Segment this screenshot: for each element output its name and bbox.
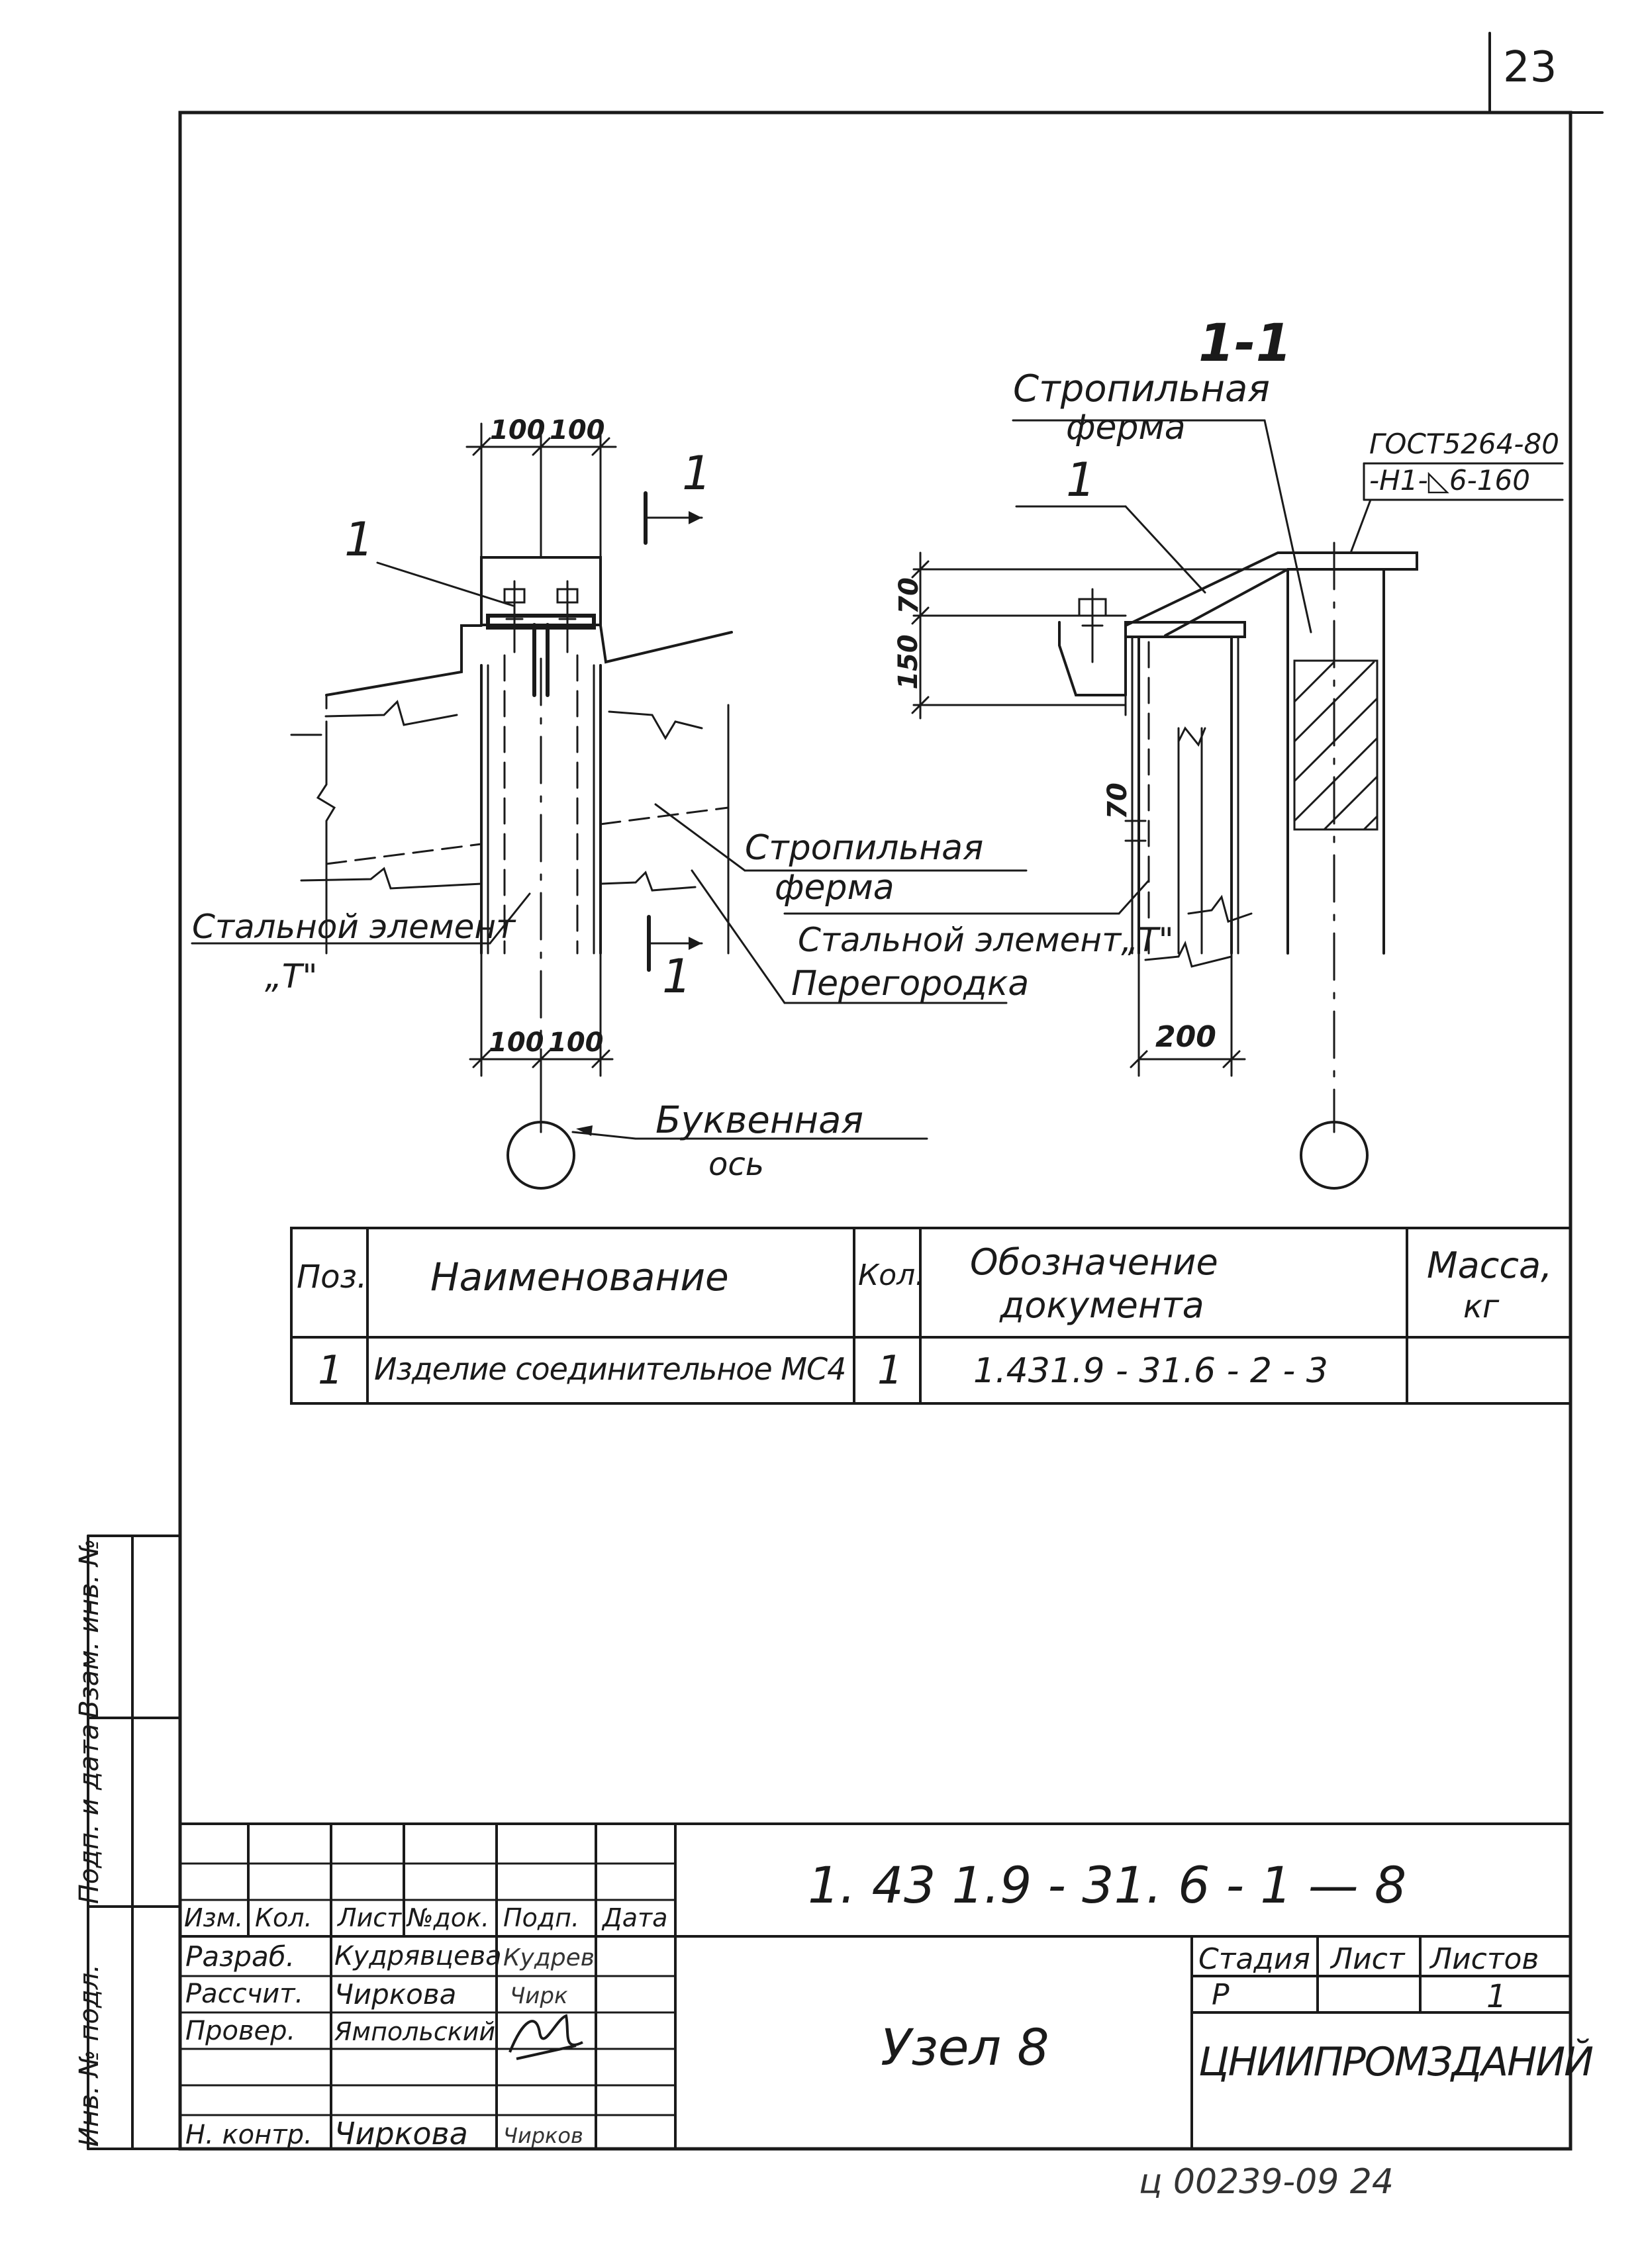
page-number: 23 xyxy=(1503,43,1557,92)
sheets-value: 1 xyxy=(1486,1978,1507,2015)
sign-nkontr: Чирков xyxy=(503,2123,583,2148)
stamp-inv-no-orig: Инв. № подл. xyxy=(74,1964,105,2147)
role-prover: Провер. xyxy=(185,2016,296,2046)
name-nkontr: Чиркова xyxy=(334,2116,468,2151)
rev-header-sign: Подп. xyxy=(503,1903,580,1932)
rev-header-list: Лист xyxy=(338,1903,402,1932)
signature-prover xyxy=(508,2014,583,2060)
partition-label: Перегородка xyxy=(791,964,1030,1004)
sheet-frame xyxy=(178,111,1572,2151)
spec-header-name: Наименование xyxy=(430,1254,729,1299)
right-truss-label-1: Стропильная xyxy=(1013,367,1270,410)
role-rasschit: Рассчит. xyxy=(185,1979,304,2009)
section-label: 1-1 xyxy=(1198,314,1292,373)
weld-note-1: ГОСТ5264-80 xyxy=(1369,428,1559,460)
spec-header-doc-1: Обозначение xyxy=(970,1241,1218,1283)
spec-table-grid xyxy=(290,1227,1572,1405)
role-nkontr: Н. контр. xyxy=(185,2120,313,2150)
sign-rasschit: Чирк xyxy=(510,1983,568,2009)
name-prover: Ямпольский xyxy=(334,2017,496,2046)
organization: ЦНИИПРОМЗДАНИЙ xyxy=(1198,2039,1594,2085)
stamp-replace-inv: Взам. инв. № xyxy=(74,1538,105,1719)
axis-label-1: Буквенная xyxy=(655,1099,864,1142)
rev-header-docno: №док. xyxy=(407,1903,490,1932)
name-rasschit: Чиркова xyxy=(334,1978,457,2010)
left-dim-top-2: 100 xyxy=(550,415,605,446)
left-steel-t-label: „Т" xyxy=(265,957,318,996)
rev-header-kol: Кол. xyxy=(255,1903,313,1932)
footer-code: ц 00239-09 24 xyxy=(1139,2162,1394,2202)
left-section-mark-top: 1 xyxy=(682,446,712,500)
right-dim-70-top: 70 xyxy=(893,577,924,614)
title-block-grid xyxy=(179,1822,1572,2150)
stage-value: Р xyxy=(1212,1978,1230,2012)
sheet-title: Узел 8 xyxy=(881,2018,1049,2077)
sheet-label: Лист xyxy=(1331,1942,1405,1976)
left-dim-bottom-1: 100 xyxy=(489,1027,544,1058)
left-truss-label-1: Стропильная xyxy=(745,828,984,868)
right-dim-150: 150 xyxy=(893,634,924,690)
designation: 1. 43 1.9 - 31. 6 - 1 — 8 xyxy=(808,1856,1407,1914)
right-dim-70-mid: 70 xyxy=(1102,782,1133,820)
spec-header-mass-2: кг xyxy=(1463,1288,1500,1325)
spec-row-qty: 1 xyxy=(877,1347,903,1394)
spec-row-doc: 1.431.9 - 31.6 - 2 - 3 xyxy=(973,1351,1328,1391)
right-view-drawing xyxy=(783,419,1564,1190)
right-steel-label: Стальной элемент„Т" xyxy=(798,921,1174,959)
axis-label-2: ось xyxy=(708,1146,765,1183)
left-position-callout: 1 xyxy=(344,512,374,567)
stage-label: Стадия xyxy=(1198,1942,1310,1976)
rev-header-izm: Изм. xyxy=(184,1903,244,1932)
stamp-sign-date: Подп. и дата xyxy=(74,1723,105,1905)
rev-header-date: Дата xyxy=(603,1903,668,1932)
spec-header-doc-2: документа xyxy=(1000,1284,1204,1326)
binding-strip xyxy=(87,1535,181,2150)
left-steel-label: Стальной элемент xyxy=(192,908,516,946)
spec-header-mass-1: Масса, xyxy=(1427,1245,1553,1286)
left-dim-bottom-2: 100 xyxy=(548,1027,604,1058)
spec-row-name: Изделие соединительное МС4 xyxy=(374,1351,846,1387)
left-section-mark-bottom: 1 xyxy=(662,949,692,1004)
sign-razrab: Кудрев xyxy=(503,1944,595,1971)
role-razrab: Разраб. xyxy=(185,1940,295,1973)
right-dim-200: 200 xyxy=(1155,1020,1216,1054)
spec-row-pos: 1 xyxy=(318,1347,344,1394)
right-truss-label-2: ферма xyxy=(1066,408,1186,448)
left-truss-label-2: ферма xyxy=(775,868,895,908)
left-dim-top-1: 100 xyxy=(490,415,546,446)
name-razrab: Кудрявцева xyxy=(334,1941,502,1971)
right-position-callout: 1 xyxy=(1066,453,1096,507)
left-view-drawing xyxy=(191,422,1028,1190)
spec-header-qty: Кол. xyxy=(858,1258,925,1292)
sheets-label: Листов xyxy=(1430,1942,1539,1976)
spec-header-pos: Поз. xyxy=(297,1258,367,1296)
weld-note-2: -Н1-◺6-160 xyxy=(1369,464,1530,496)
